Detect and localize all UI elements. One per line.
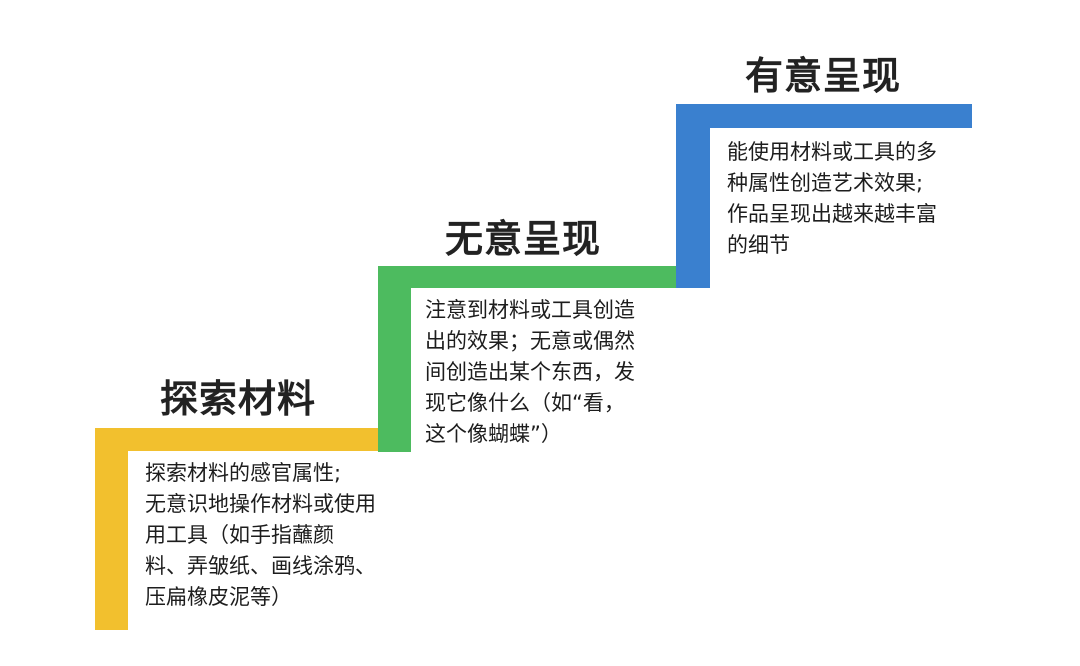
step-2-line: 这个像蝴蝶”） <box>425 422 562 446</box>
step-3-title: 有意呈现 <box>745 54 902 98</box>
step-1-line: 用工具（如手指蘸颜 <box>145 523 334 547</box>
step-2-description: 注意到材料或工具创造 出的效果；无意或偶然 间创造出某个东西，发 现它像什么（如… <box>425 295 635 450</box>
step-1-title: 探索材料 <box>160 377 317 421</box>
step-2-horizontal-bar <box>378 266 678 288</box>
step-1-line: 料、弄皱纸、画线涂鸦、 <box>145 554 376 578</box>
step-3-line: 能使用材料或工具的多 <box>727 140 937 164</box>
step-2-line: 出的效果；无意或偶然 <box>425 329 635 353</box>
step-2-line: 注意到材料或工具创造 <box>425 298 635 322</box>
step-3-line: 种属性创造艺术效果; <box>727 171 924 195</box>
step-2-title: 无意呈现 <box>445 217 602 261</box>
step-1-line: 无意识地操作材料或使用 <box>145 492 376 516</box>
step-1-vertical-bar <box>95 428 128 630</box>
step-1-line: 压扁橡皮泥等） <box>145 585 292 609</box>
step-3-horizontal-bar <box>676 104 972 128</box>
step-2-line: 间创造出某个东西，发 <box>425 360 635 384</box>
step-3-vertical-bar <box>676 104 710 288</box>
step-1-horizontal-bar <box>95 428 380 451</box>
step-2-line: 现它像什么（如“看， <box>425 391 625 415</box>
step-3-line: 作品呈现出越来越丰富 <box>727 202 937 226</box>
step-2-vertical-bar <box>378 266 411 452</box>
step-3-description: 能使用材料或工具的多 种属性创造艺术效果; 作品呈现出越来越丰富 的细节 <box>727 137 937 261</box>
step-1-description: 探索材料的感官属性; 无意识地操作材料或使用 用工具（如手指蘸颜 料、弄皱纸、画… <box>145 458 376 613</box>
step-1-line: 探索材料的感官属性; <box>145 461 342 485</box>
step-3-line: 的细节 <box>727 233 790 257</box>
